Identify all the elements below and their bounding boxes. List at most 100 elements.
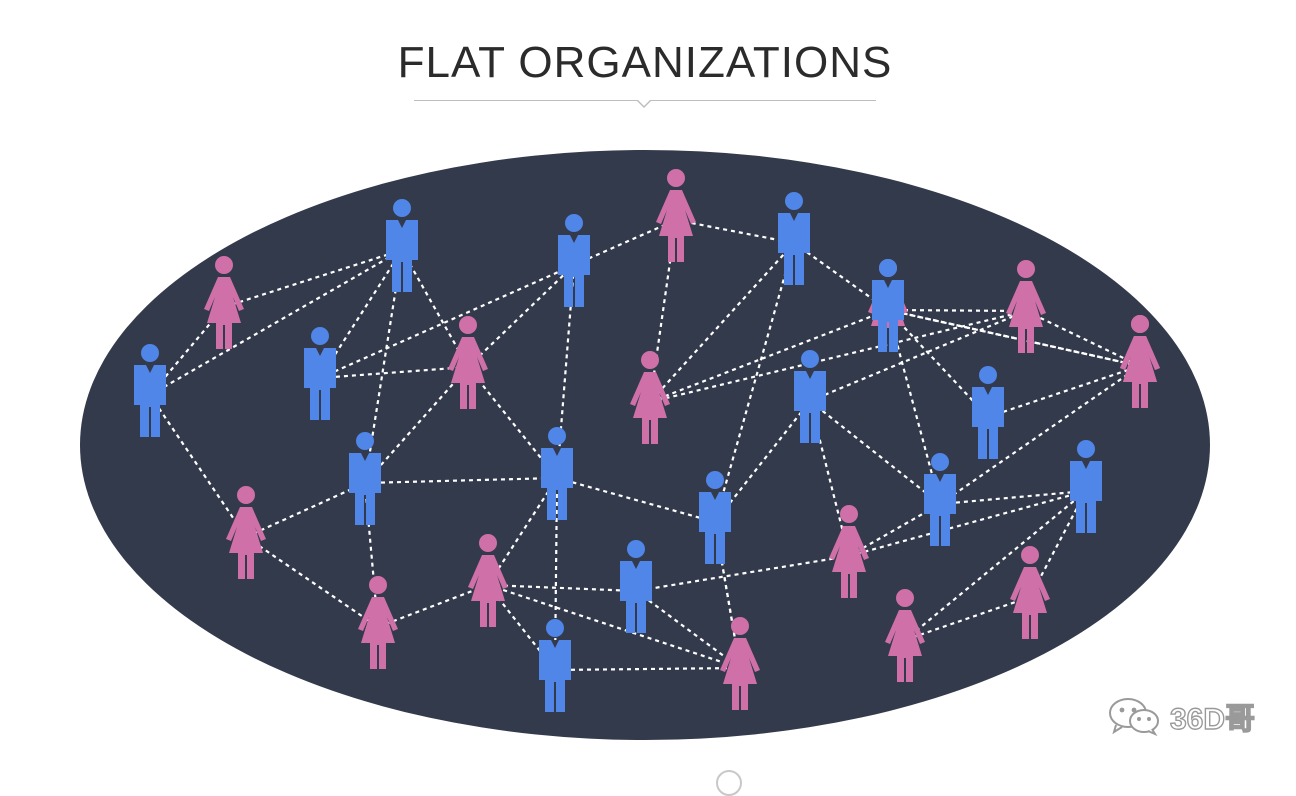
man-figure-p19 (541, 427, 573, 520)
collar-mark (1082, 461, 1090, 469)
link-p2-p3 (223, 248, 403, 309)
collar-mark (570, 235, 578, 243)
person-head (801, 350, 819, 368)
link-p16-p17 (245, 481, 366, 539)
person-head (141, 344, 159, 362)
collar-mark (553, 448, 561, 456)
woman-figure-p27 (885, 589, 925, 682)
link-p10-p11 (887, 308, 1027, 313)
person-body (558, 235, 590, 307)
woman-figure-p9 (630, 351, 670, 444)
link-p26-p29 (809, 400, 941, 505)
organization-ellipse (80, 150, 1210, 740)
link-p19-p21 (487, 477, 558, 586)
person-body (468, 555, 508, 627)
person-body (1006, 281, 1046, 353)
person-body (720, 638, 760, 710)
link-p19-p24 (556, 476, 716, 524)
link-p30-p27 (904, 490, 1087, 641)
link-p5-p6 (467, 264, 575, 368)
person-head (546, 619, 564, 637)
woman-figure-p5 (448, 316, 488, 409)
person-body (134, 365, 166, 437)
link-p6-p7 (573, 218, 677, 267)
woman-figure-p21 (468, 534, 508, 627)
link-p29-p13 (886, 309, 942, 505)
person-head (785, 192, 803, 210)
collar-mark (936, 474, 944, 482)
link-p1-p3 (149, 249, 403, 396)
woman-figure-p16 (226, 486, 266, 579)
person-head (1017, 260, 1035, 278)
link-p3-p5 (401, 249, 469, 368)
person-head (311, 327, 329, 345)
man-figure-p20 (539, 619, 571, 712)
link-p8-p9 (649, 242, 795, 403)
link-p20-p23 (554, 666, 741, 672)
woman-figure-p23 (720, 617, 760, 710)
person-body (972, 387, 1004, 459)
link-p25-p22 (635, 554, 850, 593)
man-figure-p1 (134, 344, 166, 437)
person-body (386, 220, 418, 292)
link-p13-p14 (887, 309, 989, 418)
woman-figure-p11 (1006, 260, 1046, 353)
man-figure-p6 (558, 214, 590, 307)
link-p27-p28 (904, 595, 1031, 642)
person-body (541, 448, 573, 520)
link-p16-p18 (245, 536, 379, 628)
link-p19-p20 (553, 477, 559, 671)
link-p15-p13 (887, 308, 1141, 368)
link-p22-p23 (635, 590, 741, 669)
people-layer (134, 169, 1160, 712)
link-p4-p6 (319, 263, 575, 380)
link-p14-p15 (987, 364, 1141, 419)
wechat-icon (1109, 698, 1159, 736)
person-head (215, 256, 233, 274)
person-head (237, 486, 255, 504)
bottom-circle-mark (716, 770, 742, 796)
person-head (641, 351, 659, 369)
person-head (667, 169, 685, 187)
person-body (1120, 336, 1160, 408)
person-head (479, 534, 497, 552)
link-p17-p5 (364, 366, 469, 484)
man-figure-p8 (778, 192, 810, 285)
person-body (1070, 461, 1102, 533)
link-p3-p4 (319, 249, 403, 379)
man-figure-p26 (794, 350, 826, 443)
person-body (349, 453, 381, 525)
person-body (699, 492, 731, 564)
man-figure-p3 (386, 199, 418, 292)
person-head (356, 432, 374, 450)
person-head (393, 199, 411, 217)
person-body (620, 561, 652, 633)
person-head (548, 427, 566, 445)
watermark: 36D哥 (1106, 696, 1256, 737)
person-body (448, 337, 488, 409)
person-head (627, 540, 645, 558)
person-body (304, 348, 336, 420)
person-head (459, 316, 477, 334)
link-p9-p10 (649, 308, 889, 404)
man-figure-p17 (349, 432, 381, 525)
person-head (879, 259, 897, 277)
collar-mark (884, 280, 892, 288)
woman-figure-p28 (1010, 546, 1050, 639)
title-notch-inner (638, 100, 650, 106)
man-figure-p29 (924, 453, 956, 546)
woman-figure-p2 (204, 256, 244, 349)
person-body (539, 640, 571, 712)
man-figure-p24 (699, 471, 731, 564)
person-head (840, 505, 858, 523)
link-p29-p12 (939, 365, 1141, 505)
person-head (896, 589, 914, 607)
collar-mark (806, 371, 814, 379)
man-figure-p30 (1070, 440, 1102, 533)
link-p9-p11 (649, 309, 1027, 404)
man-figure-p14 (972, 366, 1004, 459)
link-p25-p30 (848, 489, 1087, 558)
woman-figure-p25 (829, 505, 869, 598)
man-figure-p22 (620, 540, 652, 633)
